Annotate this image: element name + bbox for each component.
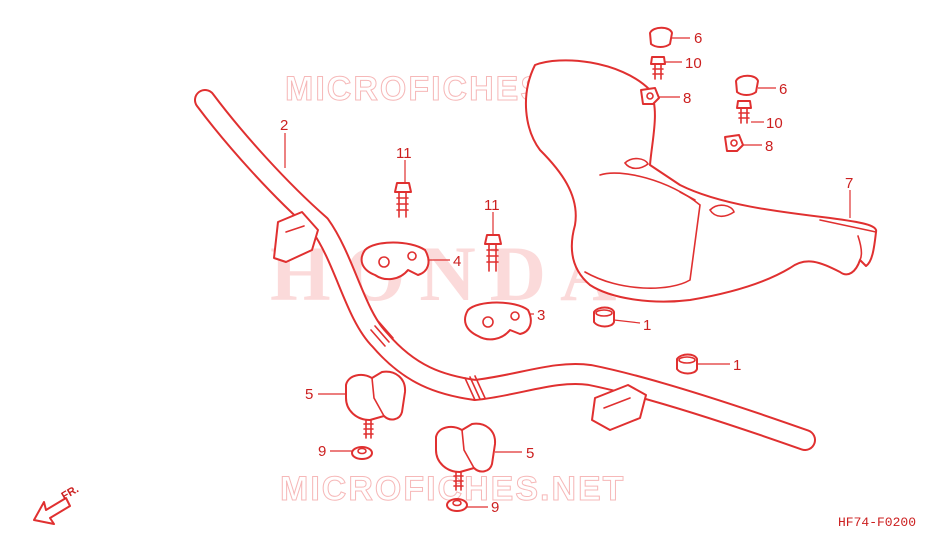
collar-part-8-upper — [640, 87, 660, 105]
grommet-part-1-upper — [593, 306, 615, 328]
callout-8-upper: 8 — [683, 90, 691, 107]
callout-11-right: 11 — [484, 197, 500, 214]
leader-lines — [284, 37, 851, 508]
nut-part-9-left — [351, 446, 373, 460]
callout-8-lower: 8 — [765, 138, 773, 155]
front-direction-label: FR. — [60, 483, 81, 502]
collar-part-8-lower — [724, 134, 744, 152]
callout-7: 7 — [845, 175, 853, 192]
diagram-code: HF74-F0200 — [838, 515, 916, 530]
callout-6-upper: 6 — [694, 30, 702, 47]
callout-5-left: 5 — [305, 386, 313, 403]
handlebar-cover-part — [524, 59, 878, 303]
screw-part-10-lower — [736, 100, 752, 124]
handlebar-part — [194, 89, 816, 451]
upper-holder-part-4 — [360, 241, 430, 281]
callout-6-lower: 6 — [779, 81, 787, 98]
callout-3: 3 — [537, 307, 545, 324]
callout-1-upper: 1 — [643, 317, 651, 334]
callout-11-left: 11 — [396, 145, 412, 162]
callout-10-upper: 10 — [685, 55, 702, 72]
cap-part-6-lower — [735, 74, 759, 96]
bolt-part-11-left — [394, 182, 412, 218]
callout-9-left: 9 — [318, 443, 326, 460]
callout-5-right: 5 — [526, 445, 534, 462]
grommet-part-1-lower — [676, 353, 698, 375]
upper-holder-part-3 — [464, 301, 532, 341]
screw-part-10-upper — [650, 56, 666, 80]
front-direction-arrow: FR. — [33, 483, 81, 525]
callout-2: 2 — [280, 117, 288, 134]
bolt-part-11-right — [484, 234, 502, 272]
callout-10-lower: 10 — [766, 115, 783, 132]
lower-holder-left-part-5 — [345, 370, 407, 439]
callout-1-lower: 1 — [733, 357, 741, 374]
callout-4: 4 — [453, 253, 461, 270]
lower-holder-right-part-5 — [435, 422, 497, 491]
callout-9-right: 9 — [491, 499, 499, 516]
cap-part-6-upper — [649, 26, 673, 48]
nut-part-9-right — [446, 498, 468, 512]
